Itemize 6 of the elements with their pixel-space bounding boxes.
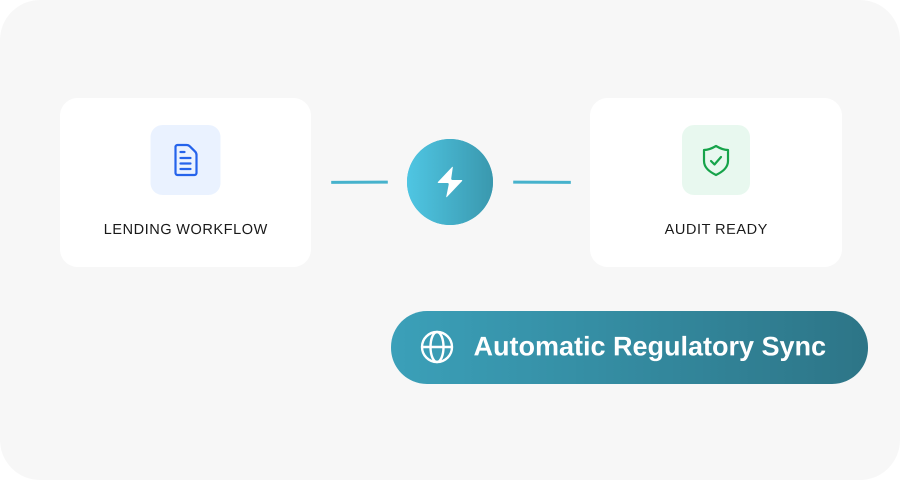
- connector-line: [513, 180, 571, 184]
- process-card: LENDING WORKFLOW: [60, 98, 311, 267]
- node-label: Automatic Regulatory Sync: [474, 336, 826, 362]
- connector-line: [331, 180, 388, 184]
- sync-pill: Automatic Regulatory Sync: [420, 330, 826, 364]
- process-card: AUDIT READY: [590, 98, 842, 267]
